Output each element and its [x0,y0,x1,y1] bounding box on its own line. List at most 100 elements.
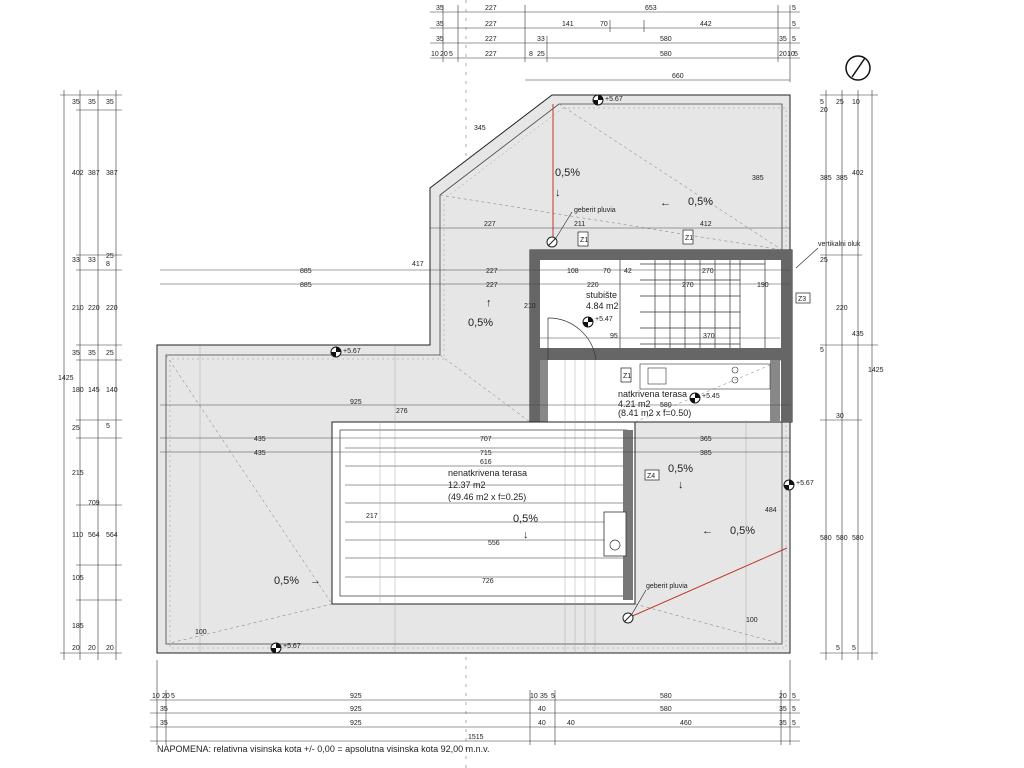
annotation-labels: geberit pluvia geberit pluvia vertikalni… [555,207,861,615]
slope-1: 0,5% [555,167,580,179]
nenatkrivena-name: nenatkrivena terasa [448,468,527,478]
left-dimension-lines [60,90,122,660]
dim-top-r2-3: 580 [660,36,672,43]
dim-top-r3-0: 10 [431,51,439,58]
dim-ra-0: 10 [852,99,860,106]
dim-top-r1-2: 141 [562,21,574,28]
element-tags [577,229,811,481]
dim-rc-1: 20 [820,107,828,114]
level-6: +5.47 [595,316,613,323]
dim-616: 616 [480,459,492,466]
tag-z3: Z3 [798,296,806,303]
dim-276: 276 [396,408,408,415]
slope-arrows: ↓ ← ↑ ↓ ↓ ← → [310,187,713,587]
arrow-up-1: ↑ [486,297,492,309]
geberit-label-2: geberit pluvia [646,583,688,590]
dim-top-r2-2: 33 [537,36,545,43]
level-markers [270,94,795,654]
dim-365: 365 [700,436,712,443]
dim-right-total: 1425 [868,367,884,374]
slope-labels: 0,5% 0,5% 0,5% 0,5% 0,5% 0,5% 0,5% [274,167,755,587]
dim-la-10: 185 [72,623,84,630]
dim-885b: 885 [300,282,312,289]
dim-bot-r1-0: 35 [160,706,168,713]
drain-markers [546,236,634,624]
grid-lines [199,345,747,653]
dim-435b: 435 [254,450,266,457]
dim-100b: 100 [195,629,207,636]
top-dimension-texts: 35 227 653 5 35 227 141 70 442 5 35 227 … [431,5,798,80]
dim-lc-6: 140 [106,387,118,394]
dim-bot-r2-0: 35 [160,720,168,727]
natkrivena-name: natkrivena terasa [618,389,687,399]
dim-top-r1-0: 35 [436,21,444,28]
dim-190: 190 [757,282,769,289]
slope-6: 0,5% [730,525,755,537]
drainage-lines [552,104,788,619]
stair-core [529,249,793,423]
dim-rb-2: 220 [836,305,848,312]
dim-la-8: 110 [72,532,83,539]
room-labels: stubište 4.84 m2 natkrivena terasa 4.21 … [448,290,691,502]
dim-100a: 100 [746,617,758,624]
bottom-dimension-lines [150,660,800,745]
dim-top-r3-4: 8 [529,51,533,58]
element-tag-texts: Z1 Z1 Z1 Z3 Z4 [580,235,806,480]
right-dimension-lines [820,90,878,660]
dim-bot-r0-8: 20 [779,693,787,700]
tag-z1b: Z1 [685,235,693,242]
dim-la-7: 215 [72,470,84,477]
dim-lc-4: 220 [106,305,118,312]
dim-bot-r0-1: 20 [162,693,170,700]
dim-lc-3: 8 [106,261,110,268]
dim-top-r3-8: 10 [787,51,795,58]
dim-top-r0-2: 653 [645,5,657,12]
dim-rc-4: 5 [820,347,824,354]
inner-dimension-lines [160,227,790,453]
geberit-label-1: geberit pluvia [574,207,616,214]
dim-rc-0: 5 [820,99,824,106]
nenatkrivena-calc: (49.46 m2 x f=0.25) [448,492,526,502]
dim-lb-8: 20 [88,645,96,652]
dim-bot-r2-3: 40 [567,720,575,727]
arrow-left-2: ← [702,525,713,537]
level-4: +5.67 [796,480,814,487]
dim-lb-3: 220 [88,305,100,312]
arrow-down-2: ↓ [678,479,684,491]
dim-la-4: 35 [72,350,80,357]
dim-95: 95 [610,333,618,340]
dim-lb-0: 35 [88,99,96,106]
dim-270b: 270 [682,282,694,289]
dim-bot-r0-2: 5 [171,693,175,700]
dim-bot-r1-2: 40 [538,706,546,713]
level-7: +5.45 [702,393,720,400]
dim-lc-1: 387 [106,170,118,177]
dim-ra-4: 5 [852,645,856,652]
dim-bot-r0-0: 10 [152,693,160,700]
dim-bot-r0-6: 5 [551,693,555,700]
dim-top-r1-1: 227 [485,21,497,28]
dim-la-2: 33 [72,257,80,264]
bottom-dimension-texts: 10 20 5 925 10 35 5 580 20 5 35 925 40 5… [152,693,796,741]
dim-top-r2-1: 227 [485,36,497,43]
dim-lb-7: 564 [88,532,100,539]
dim-rc-2: 385 [820,175,832,182]
inner-dimension-texts: 412 211 227 227 227 885 885 417 270 270 … [195,125,777,636]
dim-ra-2: 435 [852,331,864,338]
dim-bot-r1-3: 580 [660,706,672,713]
dim-715: 715 [480,450,492,457]
dim-370: 370 [703,333,715,340]
dim-la-11: 20 [72,645,80,652]
dim-rb-1: 385 [836,175,848,182]
dim-lb-5: 145 [88,387,100,394]
dim-lc-9: 20 [106,645,114,652]
left-dimension-texts: 1425 35 402 33 210 35 180 25 215 110 105… [58,99,118,652]
natkrivena-area: 4.21 m2 [618,399,651,409]
dim-484: 484 [765,507,777,514]
dim-726: 726 [482,578,494,585]
dim-227a: 227 [484,221,496,228]
right-dimension-texts: 1425 10 402 435 580 5 25 385 220 30 580 … [820,99,884,652]
dim-70: 70 [603,268,611,275]
dim-42: 42 [624,268,632,275]
arrow-right-1: → [310,575,321,587]
